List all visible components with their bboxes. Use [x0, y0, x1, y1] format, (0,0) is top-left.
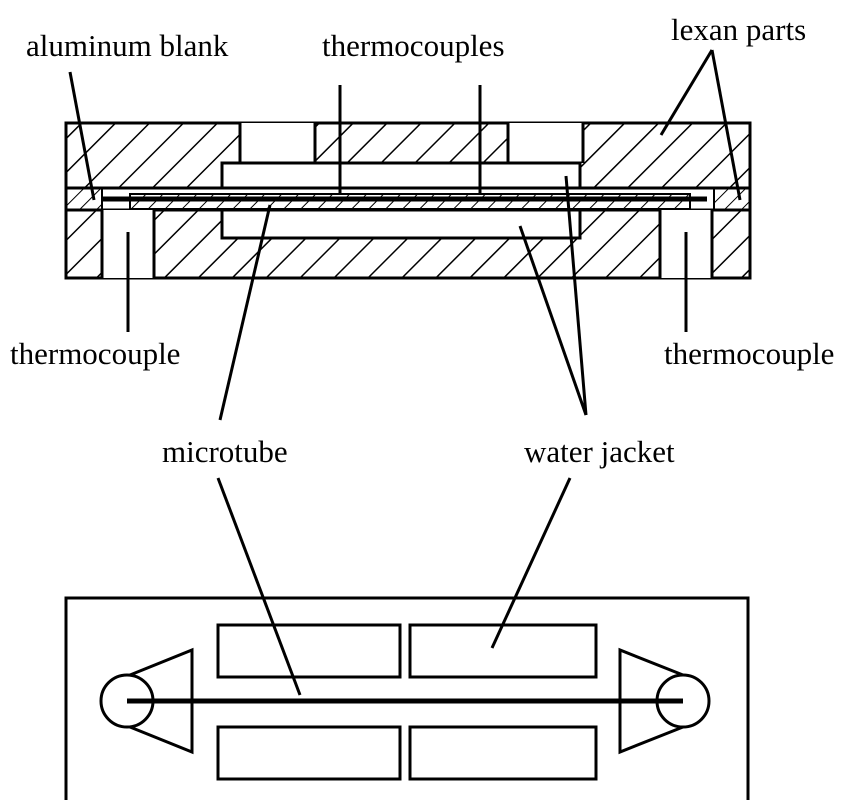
end-cap-left — [65, 187, 103, 211]
label-lexan-parts: lexan parts — [671, 12, 806, 47]
lower-water-chamber — [220, 208, 582, 240]
top-port-right — [508, 123, 583, 163]
label-thermocouple-right: thermocouple — [664, 336, 834, 371]
label-aluminum-blank: aluminum blank — [26, 28, 229, 63]
top-port-left — [240, 123, 315, 163]
upper-water-chamber — [220, 161, 582, 190]
jacket-rect-top-left — [216, 623, 402, 679]
leader-lines — [68, 49, 742, 696]
label-water-jacket: water jacket — [524, 434, 675, 469]
plan-view — [64, 596, 750, 800]
end-cap-right — [713, 187, 751, 211]
label-thermocouples: thermocouples — [322, 28, 505, 63]
jacket-rect-bottom-left — [216, 725, 402, 781]
jacket-rect-top-right — [408, 623, 598, 679]
label-thermocouple-left: thermocouple — [10, 336, 180, 371]
cross-section-view — [64, 121, 752, 280]
label-microtube: microtube — [162, 434, 288, 469]
jacket-rect-bottom-right — [408, 725, 598, 781]
